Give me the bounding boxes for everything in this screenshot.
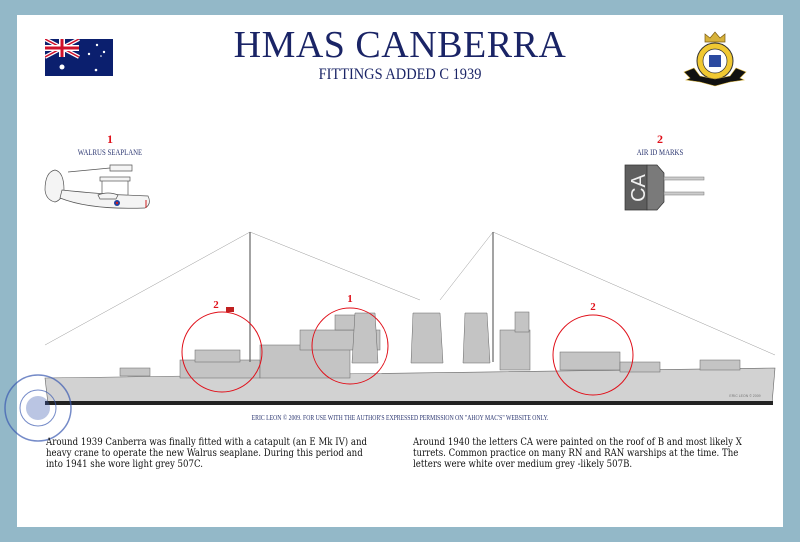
page-subtitle: FITTINGS ADDED C 1939 <box>318 66 482 83</box>
ship-marker-2-aft: 2 <box>590 301 596 313</box>
callout-label-air-id: AIR ID MARKS <box>636 148 684 157</box>
callout-label-walrus: WALRUS SEAPLANE <box>77 148 143 157</box>
page-title: HMAS CANBERRA <box>233 24 567 66</box>
australian-flag-icon <box>45 39 113 76</box>
document-panel <box>17 15 783 527</box>
ship-marker-1: 1 <box>347 293 353 305</box>
walrus-seaplane-illustration <box>44 164 150 209</box>
artist-signature: ERIC LEON © 2009 <box>729 394 760 398</box>
paragraph-catapult: Around 1939 Canberra was finally fitted … <box>46 437 368 470</box>
callout-number-2: 2 <box>657 132 663 146</box>
ship-profile-illustration: 2 1 2 ERIC LEON © 2009 <box>44 231 776 405</box>
paragraph-air-id: Around 1940 the letters CA were painted … <box>413 437 742 470</box>
turret-ca-marking: CA <box>628 173 650 201</box>
ship-crest-icon <box>683 31 747 87</box>
copyright-notice: ERIC LEON © 2009. FOR USE WITH THE AUTHO… <box>251 414 549 422</box>
naval-graphics-stamp <box>4 374 72 442</box>
ship-marker-2-forward: 2 <box>213 299 219 311</box>
callout-number-1: 1 <box>107 132 113 146</box>
turret-air-id-illustration: CA <box>624 164 705 211</box>
